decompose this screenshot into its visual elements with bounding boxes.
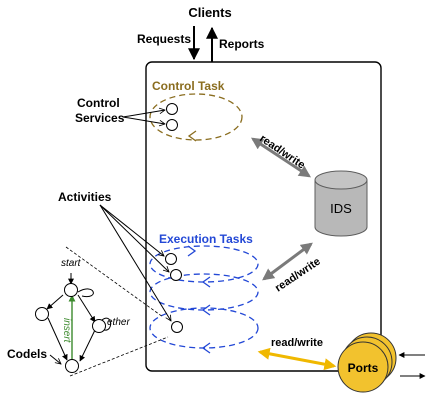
exec-loop-arrowhead xyxy=(201,276,211,288)
clients-label: Clients xyxy=(188,5,231,20)
ports-label: Ports xyxy=(348,361,379,375)
control-services-pointer xyxy=(122,116,165,124)
codel-node-start xyxy=(64,283,78,297)
ids-label: IDS xyxy=(330,201,352,216)
control-ids-rw-arrow xyxy=(250,137,312,178)
control-services-pointer xyxy=(122,110,165,118)
exec-ids-rw-arrow xyxy=(262,242,313,281)
ids-cylinder xyxy=(314,170,368,237)
ether-label: ether xyxy=(107,317,130,328)
exec-loop-arrowhead xyxy=(201,342,211,354)
control-loop-arrowhead xyxy=(187,130,197,142)
ports-stack xyxy=(337,332,397,393)
execution-tasks-label: Execution Tasks xyxy=(159,232,253,246)
codel-node xyxy=(35,307,49,321)
control-services-label-line1: Control xyxy=(77,96,120,110)
start-label: start xyxy=(61,258,82,269)
activities-pointer xyxy=(99,204,164,256)
exec-loop-arrowhead xyxy=(187,245,197,257)
activity-node xyxy=(165,253,177,265)
control-service-node xyxy=(166,119,178,131)
control-task-loop xyxy=(149,93,243,141)
insert-label: insert xyxy=(61,318,72,344)
codel-graph xyxy=(35,273,111,373)
activity-node xyxy=(170,269,182,281)
activity-node xyxy=(171,321,183,333)
codels-pointer xyxy=(49,354,61,364)
codels-label: Codels xyxy=(7,347,47,361)
reports-label: Reports xyxy=(219,37,265,51)
module-frame xyxy=(145,61,382,372)
control-task-label: Control Task xyxy=(152,79,225,93)
codel-projection-line xyxy=(69,336,169,377)
exec-ports-rw-arrow xyxy=(257,347,337,371)
activities-pointer xyxy=(99,204,169,272)
control-services-label-line2: Services xyxy=(75,111,125,125)
exec-ports-rw-label: read/write xyxy=(271,337,323,349)
activities-label: Activities xyxy=(58,190,112,204)
exec-loop-arrowhead xyxy=(201,304,211,316)
control-service-node xyxy=(166,103,178,115)
requests-label: Requests xyxy=(137,32,191,46)
codel-node-ether xyxy=(92,319,106,333)
codel-node xyxy=(65,359,79,373)
activities-pointer xyxy=(99,204,171,321)
